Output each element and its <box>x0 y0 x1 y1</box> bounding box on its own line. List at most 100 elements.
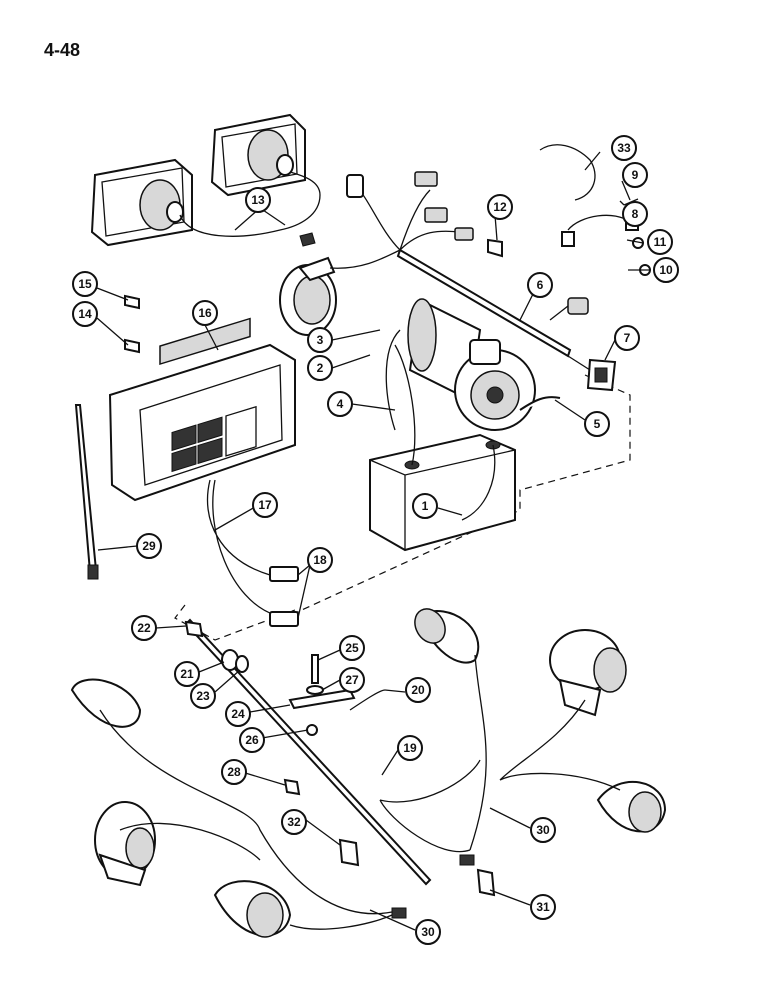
callout-1: 1 <box>412 493 438 519</box>
callout-31: 31 <box>530 894 556 920</box>
bracket-24 <box>288 688 356 710</box>
instrument-panel <box>108 317 296 502</box>
callout-30-right: 30 <box>530 817 556 843</box>
antenna-end <box>87 564 99 580</box>
switch-sender-1 <box>414 171 438 187</box>
callout-label: 21 <box>180 667 194 681</box>
callout-label: 25 <box>345 641 359 655</box>
callout-30-bottom: 30 <box>415 919 441 945</box>
antenna-29 <box>74 404 98 574</box>
callout-label: 4 <box>337 397 344 411</box>
clamp-ring-33 <box>539 144 596 201</box>
grommet-21-23 <box>221 649 249 673</box>
page-number: 4-48 <box>44 40 81 60</box>
rear-lamp-mid-right <box>596 781 667 833</box>
panel-harness-17 <box>206 479 276 616</box>
callout-4: 4 <box>327 391 353 417</box>
headlamp-right <box>210 113 306 197</box>
callout-33: 33 <box>611 135 637 161</box>
callout-label: 5 <box>594 417 601 431</box>
pressure-switch <box>549 297 589 321</box>
clip-14 <box>124 338 140 354</box>
rear-connector-30b <box>391 907 407 919</box>
callout-label: 8 <box>632 207 639 221</box>
rear-lamp-left <box>70 678 142 728</box>
callout-label: 32 <box>287 815 301 829</box>
rear-lamp-top-right <box>549 629 627 717</box>
callout-17: 17 <box>252 492 278 518</box>
callout-24: 24 <box>225 701 251 727</box>
nut-26 <box>306 724 318 736</box>
headlamp-connector <box>299 232 316 247</box>
switch-sender-3 <box>454 227 474 241</box>
callout-3: 3 <box>307 327 333 353</box>
battery-cable-1 <box>461 444 496 521</box>
callout-14: 14 <box>72 301 98 327</box>
callout-label: 3 <box>317 333 324 347</box>
callout-22: 22 <box>131 615 157 641</box>
starter-motor <box>407 298 536 431</box>
callout-label: 20 <box>411 683 425 697</box>
callout-label: 29 <box>142 539 156 553</box>
callout-25: 25 <box>339 635 365 661</box>
battery-cable-2 <box>394 344 416 466</box>
plug-22 <box>184 620 204 638</box>
callout-27: 27 <box>339 667 365 693</box>
callout-label: 31 <box>536 900 550 914</box>
callout-10: 10 <box>653 257 679 283</box>
callout-label: 18 <box>313 553 327 567</box>
callout-7: 7 <box>614 325 640 351</box>
callout-label: 14 <box>78 307 92 321</box>
callout-label: 30 <box>536 823 550 837</box>
callout-16: 16 <box>192 300 218 326</box>
callout-label: 6 <box>537 278 544 292</box>
rear-harness-branch <box>379 759 481 853</box>
callout-29: 29 <box>136 533 162 559</box>
callout-label: 22 <box>137 621 151 635</box>
callout-23: 23 <box>190 683 216 709</box>
clip-15 <box>124 294 140 310</box>
horn <box>279 256 337 336</box>
callout-26: 26 <box>239 727 265 753</box>
callout-label: 10 <box>659 263 673 277</box>
callout-label: 23 <box>196 689 210 703</box>
rear-lamp-top-center <box>414 608 480 664</box>
callout-5: 5 <box>584 411 610 437</box>
bracket-31 <box>476 868 496 897</box>
callout-label: 16 <box>198 306 212 320</box>
callout-label: 27 <box>345 673 359 687</box>
rear-lamp-bottom <box>213 880 292 938</box>
callout-label: 30 <box>421 925 435 939</box>
callout-label: 9 <box>632 168 639 182</box>
callout-label: 2 <box>317 361 324 375</box>
rear-lamp-wires <box>99 654 621 930</box>
bracket-12 <box>487 238 503 258</box>
callout-label: 12 <box>493 200 507 214</box>
callout-19: 19 <box>397 735 423 761</box>
bracket-32 <box>338 838 360 867</box>
callout-label: 33 <box>617 141 631 155</box>
callout-label: 11 <box>654 235 667 249</box>
headlamp-left <box>90 158 193 247</box>
panel-connectors-18 <box>269 566 299 627</box>
callout-32: 32 <box>281 809 307 835</box>
callout-13: 13 <box>245 187 271 213</box>
callout-label: 24 <box>231 707 245 721</box>
battery <box>369 433 516 552</box>
callout-label: 15 <box>78 277 92 291</box>
ground-strap-5 <box>519 396 561 411</box>
callout-label: 19 <box>403 741 417 755</box>
rear-connector-30a <box>459 854 475 866</box>
callout-12: 12 <box>487 194 513 220</box>
callout-label: 1 <box>422 499 429 513</box>
callout-28: 28 <box>221 759 247 785</box>
callout-11: 11 <box>647 229 673 255</box>
callout-21: 21 <box>174 661 200 687</box>
harness-plug-top <box>346 174 364 198</box>
starter-cable <box>385 329 401 431</box>
rear-lamp-lower-left <box>94 801 156 887</box>
callout-label: 28 <box>227 765 241 779</box>
harness-branch-wires <box>329 184 461 269</box>
callout-15: 15 <box>72 271 98 297</box>
